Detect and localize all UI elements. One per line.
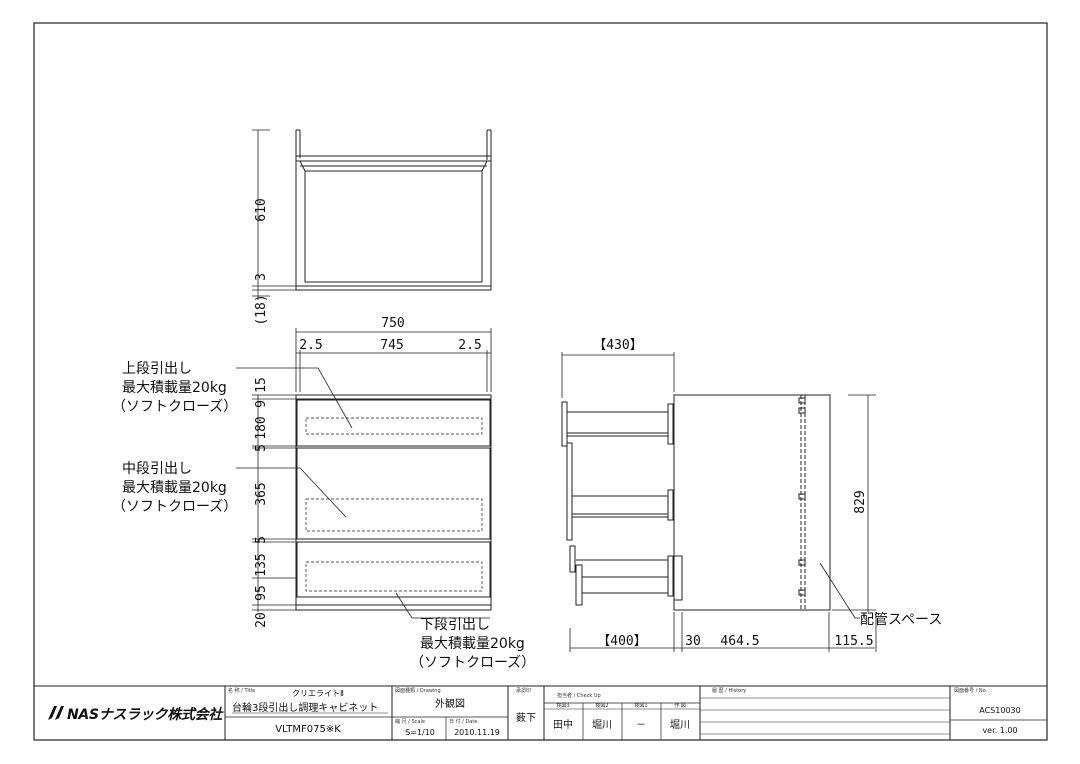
check-name-3: 田中 — [553, 718, 573, 731]
drawing-caption: 図面種類 / Drawing — [395, 687, 441, 694]
dim-750: 750 — [381, 316, 404, 331]
front-width-dims — [295, 328, 492, 392]
dim-3: 3 — [254, 273, 269, 281]
lower-drawer-label: 下段引出し — [420, 617, 490, 633]
dim-5b: 5 — [254, 536, 269, 544]
middle-drawer-label: 中段引出し — [122, 461, 192, 477]
approver: 薮下 — [516, 712, 536, 724]
front-view — [295, 394, 492, 611]
dim-464.5: 464.5 — [720, 634, 759, 649]
dim-115.5: 115.5 — [834, 634, 873, 649]
upper-drawer-load: 最大積載量20kg — [122, 380, 227, 396]
front-height-dims — [252, 394, 296, 612]
leader-lines — [236, 367, 490, 619]
model-number: VLTMF075※K — [275, 724, 341, 735]
dim-open-400: 【400】 — [597, 634, 646, 649]
drawing-type: 外観図 — [435, 697, 465, 710]
side-view-dims — [561, 352, 877, 652]
dim-135: 135 — [254, 553, 269, 576]
dim-5a: 5 — [254, 444, 269, 452]
company-name: NASナスラック株式会社 — [67, 706, 224, 723]
dim-30: 30 — [685, 634, 701, 649]
check-name-draft: 堀川 — [670, 719, 690, 731]
title-block — [33, 685, 1048, 741]
dim-2.5-right: 2.5 — [458, 338, 481, 353]
check-label-3: 検図3 — [556, 702, 569, 709]
dim-9: 9 — [254, 400, 269, 408]
dim-610: 610 — [254, 198, 269, 221]
product-name: 台輪3段引出し調理キャビネット — [232, 701, 378, 714]
dim-18: (18) — [254, 294, 269, 325]
pipe-space-label: 配管スペース — [860, 612, 942, 628]
date-caption: 日 付 / Date — [449, 718, 477, 725]
dim-365: 365 — [254, 482, 269, 505]
dim-95: 95 — [254, 585, 269, 601]
check-name-1: － — [636, 720, 646, 731]
check-label-draft: 作 図 — [674, 702, 686, 709]
dim-180: 180 — [254, 416, 269, 439]
side-view — [561, 394, 831, 611]
pipe-leader — [819, 562, 860, 619]
company-logo: NASナスラック株式会社 — [48, 706, 225, 723]
top-view-dims — [252, 129, 296, 300]
check-caption: 担当者 / Check Up — [557, 692, 601, 699]
check-label-1: 検図1 — [634, 702, 647, 709]
version: ver. 1.00 — [982, 726, 1017, 735]
dim-829: 829 — [853, 490, 868, 513]
top-view — [295, 129, 492, 291]
dim-2.5-left: 2.5 — [299, 338, 322, 353]
product-series: クリエライトⅡ — [292, 689, 344, 698]
title-caption: 名 称 / Title — [228, 687, 255, 694]
dim-15: 15 — [254, 377, 269, 393]
scale-value: S=1/10 — [405, 728, 435, 737]
no-caption: 図面番号 / No. — [954, 687, 988, 694]
upper-drawer-label: 上段引出し — [122, 361, 192, 377]
lower-drawer-soft: （ソフトクローズ） — [410, 655, 535, 671]
check-label-2: 検図2 — [595, 702, 608, 709]
scale-caption: 縮 尺 / Scale — [395, 718, 425, 725]
date-value: 2010.11.19 — [454, 728, 500, 737]
middle-drawer-load: 最大積載量20kg — [122, 480, 227, 496]
lower-drawer-load: 最大積載量20kg — [420, 636, 525, 652]
dim-745: 745 — [380, 338, 403, 353]
drawing-number: ACS10030 — [979, 706, 1020, 715]
history-caption: 履 歴 / History — [712, 688, 746, 694]
check-name-2: 堀川 — [592, 719, 612, 731]
approve-caption: 承認印 — [516, 687, 531, 694]
upper-drawer-soft: （ソフトクローズ） — [112, 399, 237, 415]
dim-20: 20 — [254, 612, 269, 628]
dim-open-430: 【430】 — [593, 338, 642, 353]
middle-drawer-soft: （ソフトクローズ） — [112, 499, 237, 515]
